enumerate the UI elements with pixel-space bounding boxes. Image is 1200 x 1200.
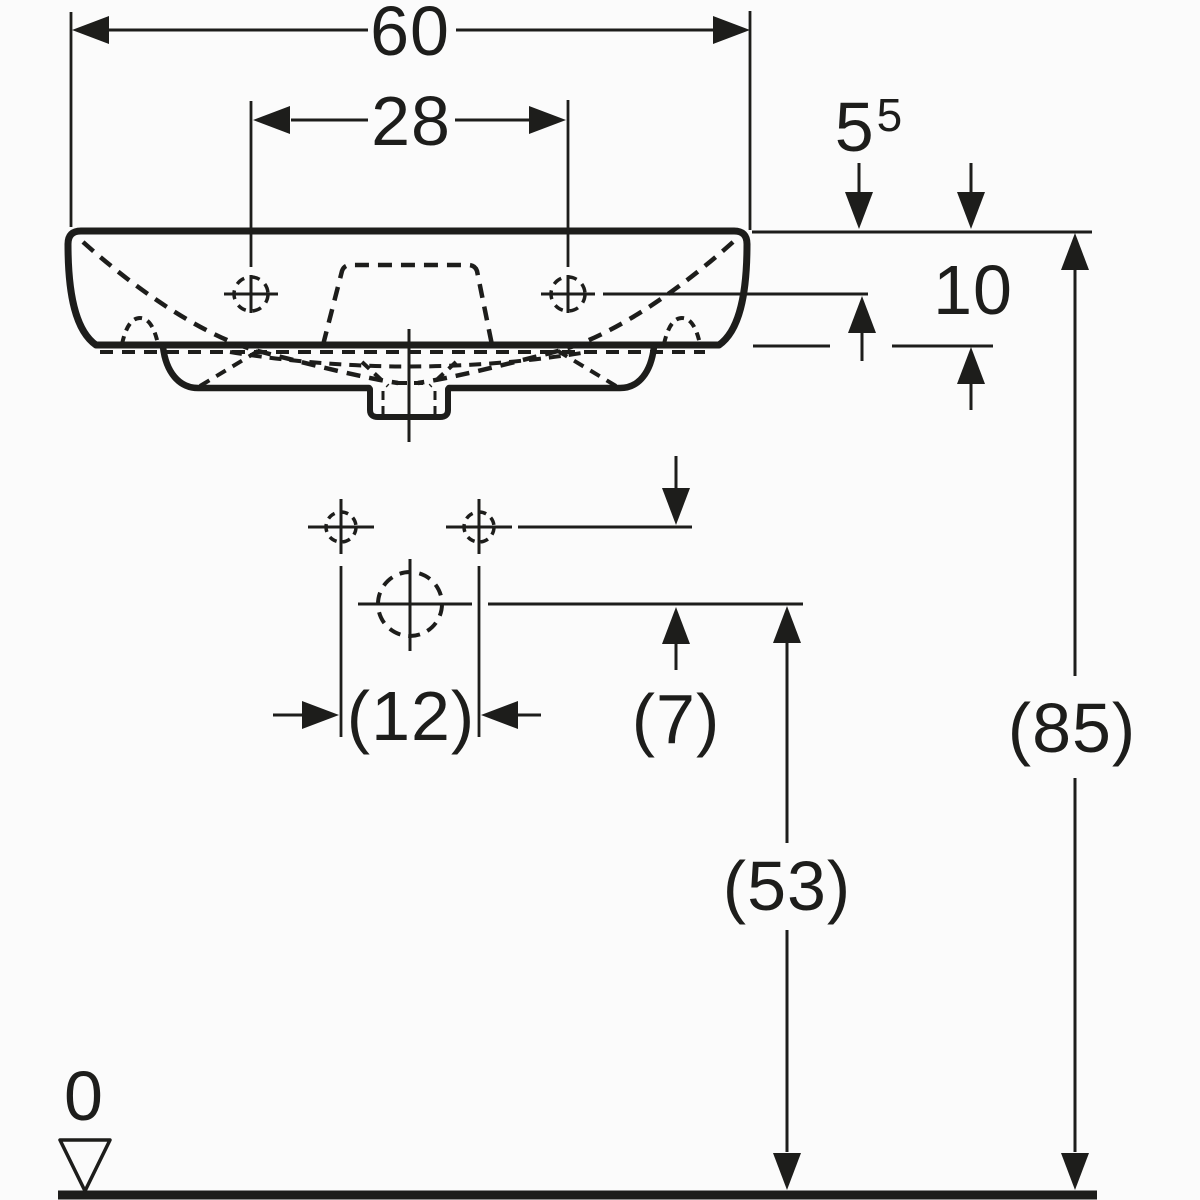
- dim-ceramic-height-10: [957, 163, 985, 410]
- label-width-total: 60: [370, 0, 450, 70]
- label-rim-to-tap-superscript: 5: [876, 89, 904, 141]
- tap-hole-crosshair-right: [541, 275, 595, 313]
- label-floor-datum: 0: [64, 1057, 104, 1135]
- floor: [58, 1138, 1097, 1200]
- label-rim-to-tap-hole: 55: [835, 89, 904, 162]
- bowl-contour-right: [417, 240, 735, 386]
- dim-drain-height-53: [773, 606, 801, 1190]
- arrowhead-right: [529, 106, 566, 134]
- bump-left: [120, 315, 160, 345]
- bowl-contour-left: [81, 240, 399, 386]
- basin-apron-right: [445, 343, 658, 392]
- basin-apron-left: [159, 343, 373, 392]
- label-fixing-spacing: (12): [346, 677, 476, 755]
- label-rim-height: (85): [1007, 689, 1137, 767]
- dim-width-60: [69, 11, 752, 230]
- fixing-hole-crosshair-right: [446, 499, 512, 554]
- floor-datum-triangle: [58, 1138, 112, 1193]
- tap-hole-crosshair-left: [224, 275, 278, 313]
- arrowhead-left: [253, 106, 290, 134]
- label-fixing-to-drain: (7): [631, 680, 721, 758]
- label-drain-height: (53): [722, 847, 852, 925]
- overflow-recess: [320, 262, 495, 346]
- reference-lines: [488, 230, 1092, 606]
- basin-hidden-lines: [81, 240, 735, 388]
- label-rim-to-tap-main: 5: [834, 88, 875, 166]
- bump-right: [662, 315, 702, 345]
- drain-spigot-bore-lines: [381, 391, 437, 414]
- bowl-bottom-curve: [229, 350, 589, 369]
- basin-upper-body: [64, 227, 751, 349]
- dim-fixing-spacing-12: [273, 566, 541, 737]
- basin-outline: [64, 227, 751, 442]
- dim-rim-height-85: [1061, 233, 1089, 1190]
- drain-crosshair: [358, 559, 472, 651]
- label-ceramic-height: 10: [933, 251, 1013, 329]
- dim-tap-spacing-28: [249, 100, 570, 267]
- label-tap-hole-spacing: 28: [371, 82, 451, 160]
- arrowhead-right: [713, 16, 750, 44]
- fixing-hole-crosshair-left: [308, 499, 374, 554]
- dim-fixing-to-drain-7: [662, 456, 690, 670]
- drain-funnel: [360, 360, 458, 388]
- dim-rim-to-tap-5-5: [845, 163, 876, 361]
- arrowhead-left: [72, 16, 109, 44]
